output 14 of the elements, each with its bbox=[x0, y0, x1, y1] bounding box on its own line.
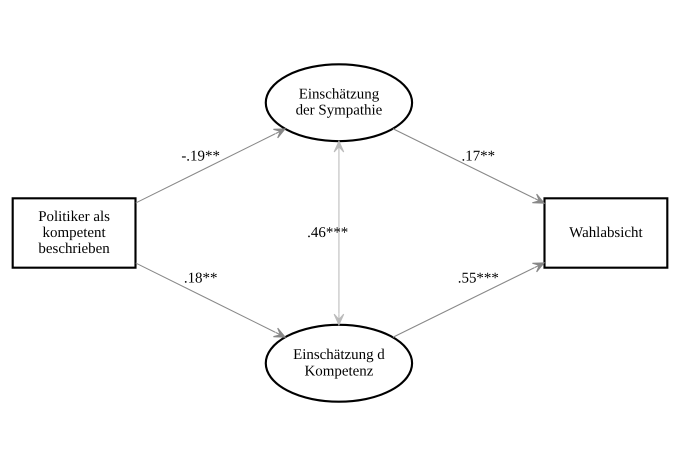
edge-label: .55*** bbox=[458, 270, 499, 286]
arrow bbox=[334, 140, 344, 325]
arrow bbox=[392, 128, 545, 204]
arrow bbox=[392, 262, 545, 338]
edge-label: -.19** bbox=[181, 148, 220, 164]
edge-label: .46*** bbox=[307, 224, 348, 240]
node-ellipse: Einschätzung d Kompetenz bbox=[264, 323, 414, 402]
node-box: Politiker als kompetent beschrieben bbox=[12, 196, 137, 268]
edge-label: .18** bbox=[184, 270, 218, 286]
node-box: Wahlabsicht bbox=[543, 196, 668, 268]
node-ellipse: Einschätzung der Sympathie bbox=[264, 62, 414, 142]
arrow bbox=[136, 128, 286, 203]
edge-label: .17** bbox=[461, 148, 496, 164]
arrow bbox=[136, 262, 286, 338]
